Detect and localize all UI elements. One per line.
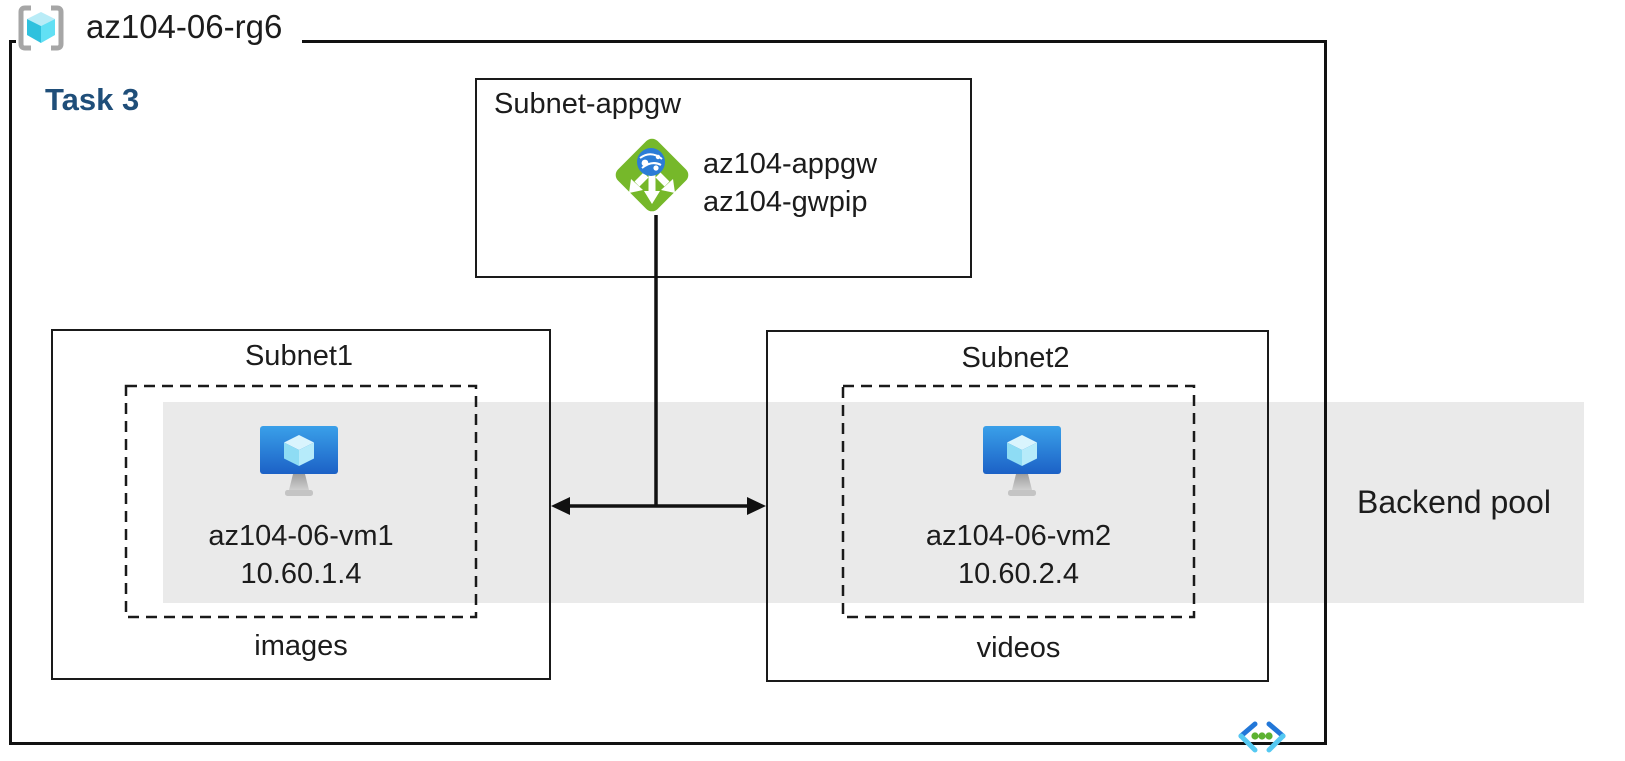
subnet-appgw-box [475, 78, 972, 278]
subnet1-container-label: images [254, 630, 348, 662]
vm2-ip: 10.60.2.4 [958, 558, 1079, 590]
subnet2-title: Subnet2 [961, 342, 1070, 374]
subnet1-title: Subnet1 [244, 340, 354, 372]
subnet1-box [51, 329, 551, 680]
resource-group-name: az104-06-rg6 [86, 8, 283, 45]
application-gateway-icon [611, 134, 693, 218]
subnet2-box [766, 330, 1269, 682]
subnet-appgw-title: Subnet-appgw [494, 88, 682, 120]
virtual-machine-icon [983, 426, 1061, 498]
vm1-name: az104-06-vm1 [208, 520, 394, 552]
resource-group-box [9, 40, 1327, 745]
vm1-ip: 10.60.1.4 [240, 558, 362, 590]
backend-pool-label: Backend pool [1357, 484, 1551, 520]
gateway-public-ip-name: az104-gwpip [703, 186, 868, 218]
subnet2-container-label: videos [976, 632, 1061, 664]
gateway-name: az104-appgw [703, 148, 878, 180]
resource-group-icon [17, 5, 65, 51]
rg-label-patch [16, 31, 302, 51]
virtual-machine-icon [260, 426, 338, 498]
task-heading: Task 3 [45, 82, 140, 117]
vm2-name: az104-06-vm2 [925, 520, 1112, 552]
virtual-network-icon [1236, 719, 1288, 755]
